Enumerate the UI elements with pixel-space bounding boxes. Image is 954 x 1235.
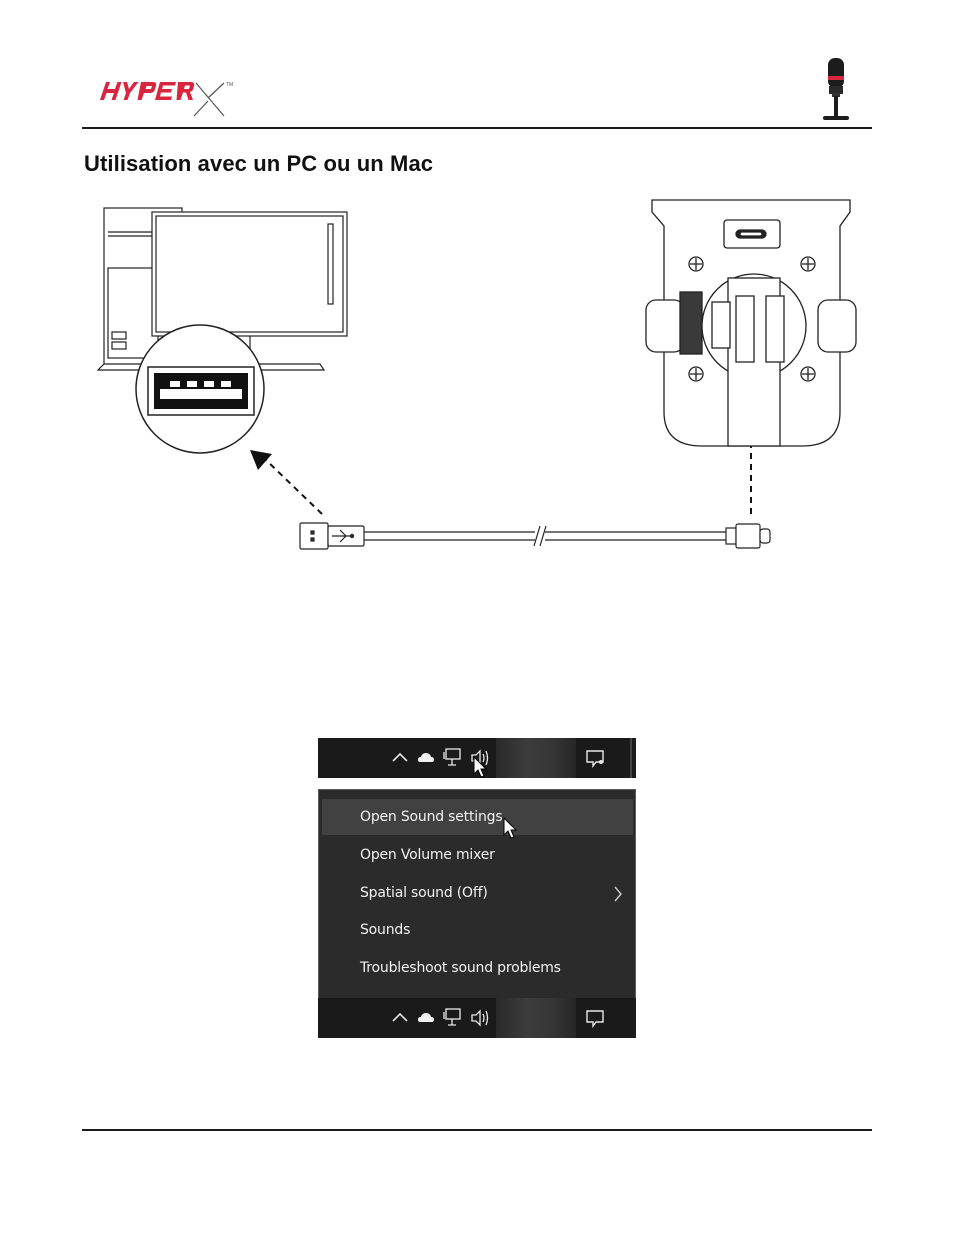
network-icon — [443, 1008, 461, 1026]
speaker-icon — [471, 1009, 489, 1027]
chevron-up-icon — [392, 752, 408, 762]
menu-item-sounds[interactable]: Sounds — [322, 912, 633, 948]
menu-item-spatial-sound[interactable]: Spatial sound (Off) — [322, 875, 633, 911]
menu-item-troubleshoot[interactable]: Troubleshoot sound problems — [322, 950, 633, 986]
menu-item-label: Open Sound settings — [360, 809, 503, 825]
usb-a-plug-icon — [299, 522, 365, 550]
system-tray — [392, 1008, 489, 1027]
menu-item-open-sound-settings[interactable]: Open Sound settings — [322, 799, 633, 835]
taskbar-separator — [630, 738, 632, 778]
hyperx-logo: TM — [100, 82, 233, 117]
notification-icon[interactable] — [584, 1007, 606, 1029]
cloud-icon — [418, 753, 434, 762]
connection-diagram — [96, 199, 857, 550]
cloud-icon — [418, 1013, 434, 1022]
microphone-usb-c-port-icon — [645, 199, 857, 447]
sound-context-menu: Open Sound settings Open Volume mixer Sp… — [318, 789, 636, 999]
notification-icon[interactable] — [584, 747, 606, 769]
header-rule — [82, 127, 872, 129]
taskbar-bottom — [318, 998, 636, 1038]
usb-a-port-icon — [135, 324, 265, 454]
mouse-cursor-icon — [503, 817, 518, 839]
system-tray — [392, 748, 489, 767]
menu-item-label: Open Volume mixer — [360, 847, 495, 863]
taskbar-top — [318, 738, 636, 778]
footer-rule — [82, 1129, 872, 1131]
section-title: Utilisation avec un PC ou un Mac — [84, 151, 434, 176]
chevron-up-icon — [392, 1012, 408, 1022]
network-icon — [443, 748, 461, 766]
blurred-clock — [496, 998, 576, 1038]
mouse-cursor-icon — [473, 756, 488, 778]
menu-item-open-volume-mixer[interactable]: Open Volume mixer — [322, 837, 633, 873]
usb-c-plug-icon — [725, 523, 771, 549]
menu-item-label: Troubleshoot sound problems — [360, 960, 561, 976]
svg-text:TM: TM — [226, 82, 233, 88]
chevron-right-icon — [614, 886, 622, 902]
menu-item-label: Sounds — [360, 922, 411, 938]
desktop-computer-icon — [96, 207, 348, 371]
microphone-icon — [823, 58, 849, 120]
blurred-clock — [496, 738, 576, 778]
menu-item-label: Spatial sound (Off) — [360, 885, 488, 901]
